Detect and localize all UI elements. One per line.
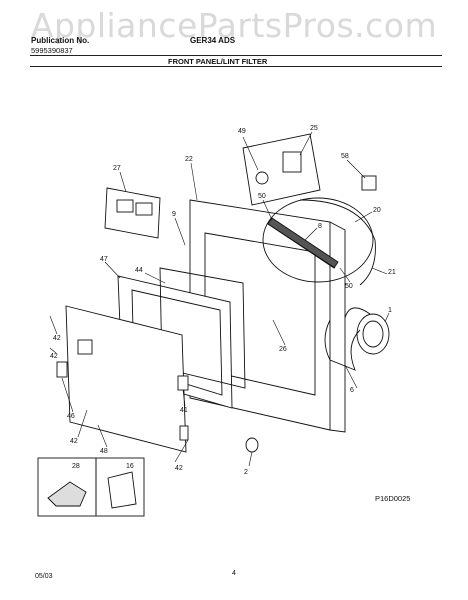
sensor-part xyxy=(361,175,377,191)
leader-lines xyxy=(49,131,390,467)
door-latch-part xyxy=(56,361,68,378)
callout-label: 42 xyxy=(70,438,78,445)
callout-label: 8 xyxy=(318,223,322,230)
callout-label: 27 xyxy=(113,165,121,172)
callout-label: 49 xyxy=(238,128,246,135)
callout-label: 16 xyxy=(126,463,134,470)
figure-code: P16D0025 xyxy=(375,494,411,503)
callout-label: 2 xyxy=(244,469,248,476)
callout-label: 1 xyxy=(388,307,392,314)
callout-label: 42 xyxy=(175,465,183,472)
callout-label: 44 xyxy=(135,267,143,274)
leveling-foot-part xyxy=(245,437,259,453)
callout-label: 25 xyxy=(310,125,318,132)
watermark-logo: AppliancePartsPros.com xyxy=(30,6,438,45)
page-number: 4 xyxy=(232,570,236,577)
section-title: FRONT PANEL/LINT FILTER xyxy=(168,57,268,66)
callout-label: 50 xyxy=(258,193,266,200)
header-rule-top xyxy=(30,55,442,56)
callout-label: 9 xyxy=(172,211,176,218)
callout-label: 46 xyxy=(67,413,75,420)
inset-box-16 xyxy=(95,457,145,517)
bracket-part xyxy=(107,471,137,509)
exhaust-duct-part xyxy=(324,307,390,371)
callout-label: 21 xyxy=(388,269,396,276)
callout-label: 48 xyxy=(100,448,108,455)
lint-filter-part xyxy=(267,217,339,269)
callout-label: 41 xyxy=(180,407,188,414)
callout-label: 50 xyxy=(345,283,353,290)
callout-label: 22 xyxy=(185,156,193,163)
header-rule-bottom xyxy=(30,66,442,67)
callout-label: 20 xyxy=(373,207,381,214)
publication-label: Publication No. xyxy=(31,36,90,45)
model-number: GER34 ADS xyxy=(190,36,236,45)
switch-inset-part xyxy=(242,133,321,206)
publication-number: 5995390837 xyxy=(31,46,73,55)
drum-part xyxy=(262,197,376,286)
revision-date: 05/03 xyxy=(35,573,53,580)
callout-label: 28 xyxy=(72,463,80,470)
door-panel-part xyxy=(65,305,187,453)
callout-label: 47 xyxy=(100,256,108,263)
door-hinge-lower-part xyxy=(179,425,189,441)
callout-labels: 49 25 27 22 58 50 20 9 8 47 44 21 50 1 4… xyxy=(50,125,396,476)
callout-label: 42 xyxy=(50,353,58,360)
callout-label: 58 xyxy=(341,153,349,160)
callout-label: 6 xyxy=(350,387,354,394)
door-hinge-part xyxy=(177,375,189,391)
callout-label: 42 xyxy=(53,335,61,342)
door-strike-part xyxy=(47,481,87,507)
lint-screen-part xyxy=(104,187,161,239)
callout-label: 26 xyxy=(279,346,287,353)
